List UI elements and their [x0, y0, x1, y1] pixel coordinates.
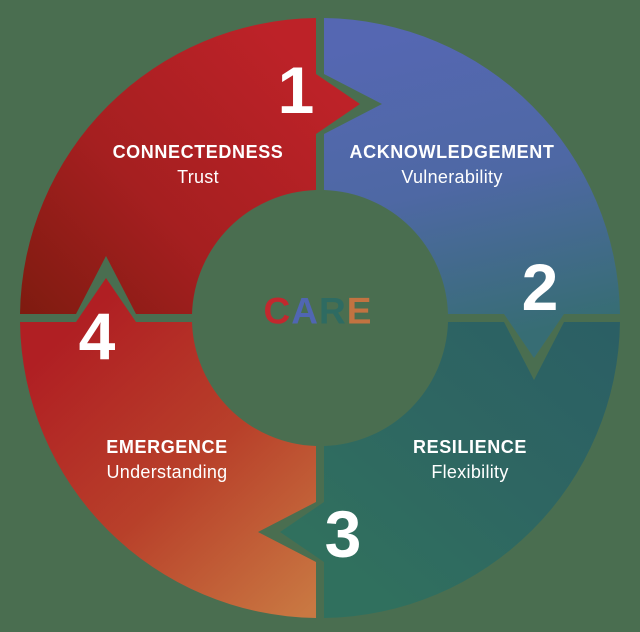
care-letter-c: C [263, 290, 292, 332]
segment-2-label: ACKNOWLEDGEMENT Vulnerability [350, 139, 555, 189]
segment-4-label: EMERGENCE Understanding [106, 434, 227, 484]
segment-1-subtitle: Trust [177, 167, 219, 187]
segment-4-number: 4 [78, 299, 116, 373]
segment-3-resilience-shape [280, 322, 620, 618]
care-letter-a: A [291, 290, 320, 332]
segment-2-number: 2 [521, 250, 559, 324]
segment-3-label: RESILIENCE Flexibility [413, 434, 527, 484]
segment-4-subtitle: Understanding [106, 462, 228, 482]
segment-3-title: RESILIENCE [412, 437, 528, 457]
segment-3-number: 3 [324, 497, 362, 571]
segment-2-title: ACKNOWLEDGEMENT [349, 142, 555, 162]
segment-3-subtitle: Flexibility [431, 462, 509, 482]
segment-2-acknowledgement-shape [324, 18, 620, 358]
care-letter-r: R [319, 290, 347, 332]
segment-4-title: EMERGENCE [106, 437, 228, 457]
segment-1-label: CONNECTEDNESS Trust [113, 139, 284, 189]
care-letter-e: E [346, 290, 373, 332]
segment-4-emergence-shape [20, 278, 316, 618]
segment-1-number: 1 [277, 53, 315, 127]
segment-2-subtitle: Vulnerability [401, 167, 503, 187]
center-word-care: CARE [264, 293, 373, 330]
segment-1-title: CONNECTEDNESS [112, 142, 284, 162]
segment-1-connectedness-shape [20, 18, 360, 314]
